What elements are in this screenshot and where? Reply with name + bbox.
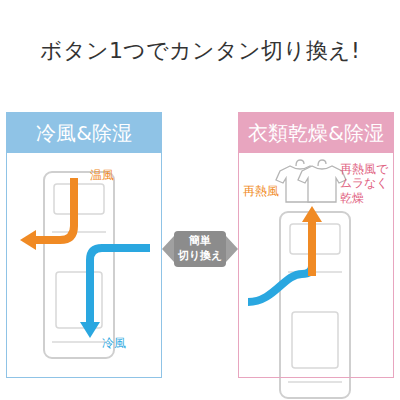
reheat-air-head xyxy=(302,206,322,222)
switch-label: 簡単 切り換え xyxy=(174,231,226,267)
panel-heading: 衣類乾燥&除湿 xyxy=(239,113,393,153)
cool-air-flow xyxy=(90,248,150,322)
dehumidifier-outline xyxy=(280,212,350,398)
panel-heading: 冷風&除湿 xyxy=(7,113,161,153)
flow-label: 冷風 xyxy=(102,336,126,350)
reheat-air-flow xyxy=(308,222,316,276)
page-title: ボタン1つでカンタン切り換え! xyxy=(0,36,400,66)
flow-label: 再熱風で ムラなく 乾燥 xyxy=(340,162,390,205)
hanging-shirts xyxy=(276,160,346,202)
cool-air-head xyxy=(80,322,100,338)
mode-panel: 衣類乾燥&除湿 xyxy=(238,112,394,378)
air-flow xyxy=(248,266,312,302)
warm-air-flow xyxy=(34,178,74,240)
flow-label: 温風 xyxy=(90,168,114,182)
warm-air-head xyxy=(20,230,36,250)
dehumidifier-outline xyxy=(44,172,114,358)
flow-label: 再熱風 xyxy=(243,184,279,198)
mode-panel: 冷風&除湿 xyxy=(6,112,162,378)
